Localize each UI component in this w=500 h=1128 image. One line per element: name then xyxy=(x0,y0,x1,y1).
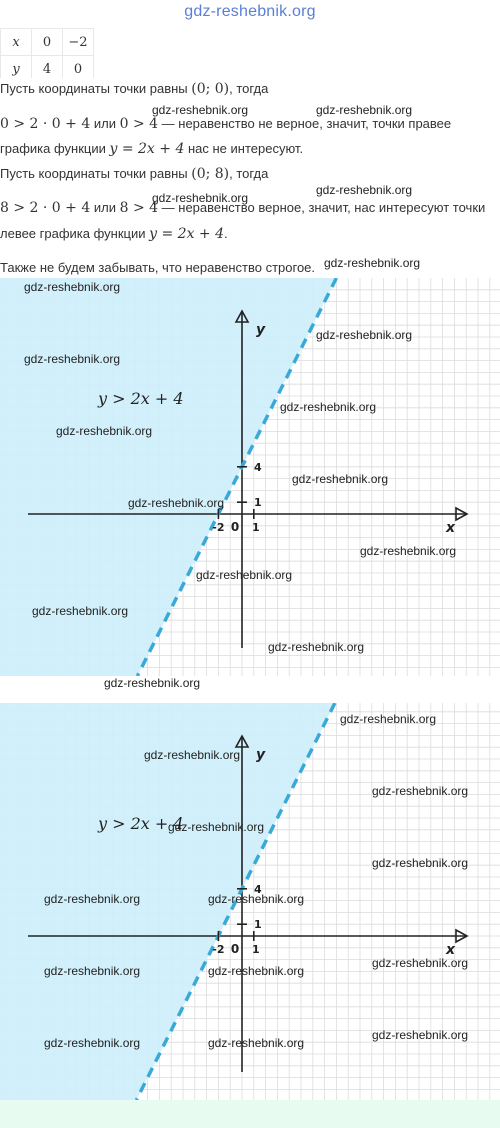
x-axis-arrow-icon xyxy=(455,506,469,522)
math-point: (0; 0) xyxy=(191,81,230,97)
tick-label-y-1: 1 xyxy=(254,496,262,509)
watermark: gdz-reshebnik.org xyxy=(152,103,249,117)
watermark: gdz-reshebnik.org xyxy=(168,820,265,834)
watermark: gdz-reshebnik.org xyxy=(152,191,249,205)
x-axis-label: x xyxy=(445,520,456,536)
watermark: gdz-reshebnik.org xyxy=(280,400,377,414)
watermark: gdz-reshebnik.org xyxy=(44,964,141,978)
watermark: gdz-reshebnik.org xyxy=(32,604,129,618)
watermark: gdz-reshebnik.org xyxy=(372,856,469,870)
watermark: gdz-reshebnik.org xyxy=(104,676,201,690)
text-span: . xyxy=(224,226,228,241)
origin-label: 0 xyxy=(231,520,239,534)
math-point: (0; 8) xyxy=(191,166,230,182)
paragraph-7: Также не будем забывать, что неравенство… xyxy=(0,260,316,275)
tick-marks xyxy=(217,888,255,941)
text-span: нас не интересуют. xyxy=(184,141,304,156)
watermark: gdz-reshebnik.org xyxy=(208,1036,305,1050)
tick-label-y-4: 4 xyxy=(254,883,262,896)
text-span: — неравенство не верное, значит, точки п… xyxy=(158,116,452,131)
watermark: gdz-reshebnik.org xyxy=(316,103,413,117)
table-cell: −2 xyxy=(62,28,94,56)
watermark: gdz-reshebnik.org xyxy=(268,640,365,654)
tick-label-x-1: 1 xyxy=(252,521,260,534)
inequality-label: y > 2x + 4 xyxy=(97,814,184,833)
tick-marks xyxy=(217,466,255,519)
graph-1: x y 0 1 -2 1 4 y > 2x + 4 xyxy=(0,278,500,676)
watermark: gdz-reshebnik.org xyxy=(292,472,389,486)
watermark: gdz-reshebnik.org xyxy=(24,280,121,294)
tick-label-x-neg2: -2 xyxy=(212,521,224,534)
text-span: левее графика функции xyxy=(0,226,150,241)
y-axis-label: y xyxy=(256,747,266,763)
table-cell-var: x xyxy=(0,28,32,56)
text-span: графика функции xyxy=(0,141,110,156)
boundary-line xyxy=(135,278,338,676)
math-expr: 8 > 2 · 0 + 4 xyxy=(0,200,91,216)
math-expr: y = 2x + 4 xyxy=(109,141,185,157)
watermark: gdz-reshebnik.org xyxy=(44,1036,141,1050)
site-title[interactable]: gdz-reshebnik.org xyxy=(184,3,316,20)
y-axis-label: y xyxy=(256,322,266,338)
tick-label-y-4: 4 xyxy=(254,461,262,474)
watermark: gdz-reshebnik.org xyxy=(44,892,141,906)
math-expr: 0 > 4 xyxy=(119,116,159,132)
text-span: Пусть координаты точки равны xyxy=(0,81,192,96)
math-expr: 8 > 4 xyxy=(119,200,159,216)
watermark: gdz-reshebnik.org xyxy=(340,712,437,726)
origin-label: 0 xyxy=(231,942,239,956)
watermark: gdz-reshebnik.org xyxy=(372,1028,469,1042)
watermark: gdz-reshebnik.org xyxy=(324,256,421,270)
watermark: gdz-reshebnik.org xyxy=(360,544,457,558)
watermark: gdz-reshebnik.org xyxy=(208,964,305,978)
footer-band xyxy=(0,1100,500,1128)
watermark: gdz-reshebnik.org xyxy=(316,183,413,197)
graph-2: x y 0 1 -2 1 4 y > 2x + 4 xyxy=(0,703,500,1100)
watermark: gdz-reshebnik.org xyxy=(24,352,121,366)
paragraph-3: графика функции y = 2x + 4 нас не интере… xyxy=(0,139,500,159)
paragraph-4: Пусть координаты точки равны (0; 8), тог… xyxy=(0,164,500,184)
watermark: gdz-reshebnik.org xyxy=(56,424,153,438)
tick-label-y-1: 1 xyxy=(254,918,262,931)
boundary-line xyxy=(134,703,337,1100)
paragraph-5: 8 > 2 · 0 + 4 или 8 > 4 — неравенство ве… xyxy=(0,198,500,218)
watermark: gdz-reshebnik.org xyxy=(144,748,241,762)
table-row: x 0 −2 xyxy=(0,28,94,56)
watermark: gdz-reshebnik.org xyxy=(372,784,469,798)
watermark: gdz-reshebnik.org xyxy=(128,496,225,510)
text-span: или xyxy=(90,116,120,131)
text-span: , тогда xyxy=(229,81,269,96)
text-span: Пусть координаты точки равны xyxy=(0,166,192,181)
values-table: x 0 −2 y 4 0 xyxy=(0,28,94,83)
y-axis-arrow-icon xyxy=(234,309,250,323)
watermark: gdz-reshebnik.org xyxy=(316,328,413,342)
y-axis-arrow-icon xyxy=(234,734,250,748)
solution-region xyxy=(0,278,337,676)
text-span: , тогда xyxy=(229,166,269,181)
inequality-label: y > 2x + 4 xyxy=(97,389,184,408)
x-axis-label: x xyxy=(445,942,456,958)
math-expr: y = 2x + 4 xyxy=(149,226,225,242)
paragraph-6: левее графика функции y = 2x + 4. xyxy=(0,224,500,244)
watermark: gdz-reshebnik.org xyxy=(196,568,293,582)
math-expr: 0 > 2 · 0 + 4 xyxy=(0,116,91,132)
paragraph-1: Пусть координаты точки равны (0; 0), тог… xyxy=(0,79,500,99)
tick-label-x-neg2: -2 xyxy=(212,943,224,956)
x-axis-arrow-icon xyxy=(455,928,469,944)
text-span: или xyxy=(90,200,120,215)
tick-label-x-1: 1 xyxy=(252,943,260,956)
paragraph-2: 0 > 2 · 0 + 4 или 0 > 4 — неравенство не… xyxy=(0,114,500,134)
watermark: gdz-reshebnik.org xyxy=(208,892,305,906)
text-span: — неравенство верное, значит, нас интере… xyxy=(158,200,486,215)
table-cell: 0 xyxy=(31,28,63,56)
solution-region xyxy=(0,703,335,1100)
watermark: gdz-reshebnik.org xyxy=(372,956,469,970)
